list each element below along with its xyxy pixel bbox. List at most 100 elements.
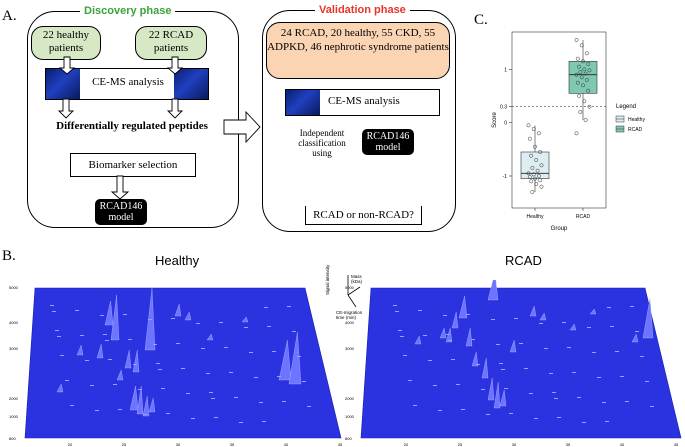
minor-peptide	[557, 417, 561, 418]
peptide-peak	[481, 357, 489, 379]
minor-peptide	[282, 401, 286, 402]
peptide-peak	[499, 389, 507, 407]
minor-peptide	[448, 340, 452, 341]
minor-peptide	[625, 401, 629, 402]
minor-peptide	[65, 380, 69, 381]
minor-peptide	[562, 322, 566, 323]
minor-peptide	[413, 405, 417, 406]
minor-peptide	[471, 339, 475, 340]
ce-ms-thumbnail	[286, 90, 320, 115]
x-tick-label: 30	[512, 442, 517, 447]
rcad-map-title: RCAD	[505, 253, 542, 268]
data-point	[526, 123, 531, 128]
minor-peptide	[607, 307, 611, 308]
minor-peptide	[103, 334, 107, 335]
minor-peptide	[171, 318, 175, 319]
peptide-peak	[458, 295, 468, 319]
data-point	[534, 182, 539, 186]
minor-peptide	[577, 397, 581, 398]
ce-ms-analysis-label: CE-MS analysis	[92, 76, 164, 88]
minor-peptide	[486, 414, 490, 415]
minor-peptide	[446, 334, 450, 335]
data-point	[586, 88, 591, 93]
peptide-peak	[132, 349, 140, 373]
minor-peptide	[428, 360, 432, 361]
minor-peptide	[645, 381, 649, 382]
data-point	[575, 56, 580, 61]
peptide-peak	[129, 385, 139, 411]
minor-peptide	[587, 327, 591, 328]
minor-peptide	[491, 319, 495, 320]
map-plane	[361, 288, 681, 438]
minor-peptide	[90, 385, 94, 386]
minor-peptide	[209, 392, 213, 393]
data-point	[579, 43, 584, 48]
minor-peptide	[443, 315, 447, 316]
validation-model-badge: RCAD146 model	[362, 129, 414, 155]
minor-peptide	[539, 323, 543, 324]
biomarker-selection-box: Biomarker selection	[70, 153, 196, 177]
minor-peptide	[567, 347, 571, 348]
minor-peptide	[259, 402, 263, 403]
peptide-peak	[104, 300, 114, 326]
data-point	[583, 118, 588, 122]
minor-peptide	[186, 393, 190, 394]
data-point	[582, 99, 587, 104]
map-plane	[25, 288, 341, 438]
data-point	[536, 131, 541, 136]
validation-phase-title: Validation phase	[315, 4, 410, 16]
minor-peptide	[57, 336, 61, 337]
x-tick-label: 45	[674, 442, 679, 447]
data-point	[579, 75, 584, 80]
minor-peptide	[277, 376, 281, 377]
y-tick-label: 2000	[9, 396, 19, 401]
x-axis-label: Group	[551, 226, 568, 232]
minor-peptide	[128, 339, 132, 340]
y-tick-label: 0	[504, 121, 507, 127]
minor-peptide	[496, 344, 500, 345]
data-point	[531, 127, 536, 132]
legend-label: Healthy	[628, 117, 645, 123]
arrow-down-icon	[110, 175, 130, 200]
box-healthy	[520, 151, 550, 179]
data-point	[533, 144, 537, 149]
peptide-peak	[493, 381, 501, 409]
minor-peptide	[597, 377, 601, 378]
minor-peptide	[234, 397, 238, 398]
peptide-peak	[539, 312, 547, 321]
minor-peptide	[262, 421, 266, 422]
minor-peptide	[244, 327, 248, 328]
minor-peptide	[95, 410, 99, 411]
peptide-peak	[124, 349, 132, 369]
data-point	[539, 184, 544, 189]
minor-peptide	[302, 381, 306, 382]
minor-peptide	[534, 418, 538, 419]
time-label: CE-migration time (min)	[336, 310, 363, 320]
y-tick-label: 0.3	[500, 105, 507, 111]
x-tick-label: 25	[458, 442, 463, 447]
map-outline	[24, 287, 342, 439]
data-point	[536, 174, 541, 178]
minor-peptide	[181, 368, 185, 369]
minor-peptide	[481, 389, 485, 390]
peptide-peak	[96, 343, 104, 359]
minor-peptide	[605, 421, 609, 422]
peptide-peak	[142, 395, 150, 417]
data-point	[574, 131, 579, 136]
peptide-peak	[487, 280, 499, 301]
minor-peptide	[582, 422, 586, 423]
peptide-peak	[76, 344, 84, 356]
minor-peptide	[254, 377, 258, 378]
minor-peptide	[572, 372, 576, 373]
peptide-peak	[642, 297, 654, 339]
minor-peptide	[105, 340, 109, 341]
minor-peptide	[118, 409, 122, 410]
y-tick-label: -1	[503, 174, 508, 180]
data-point	[538, 178, 543, 183]
minor-peptide	[549, 373, 553, 374]
minor-peptide	[201, 348, 205, 349]
minor-peptide	[640, 356, 644, 357]
minor-peptide	[423, 335, 427, 336]
minor-peptide	[438, 410, 442, 411]
minor-peptide	[267, 326, 271, 327]
